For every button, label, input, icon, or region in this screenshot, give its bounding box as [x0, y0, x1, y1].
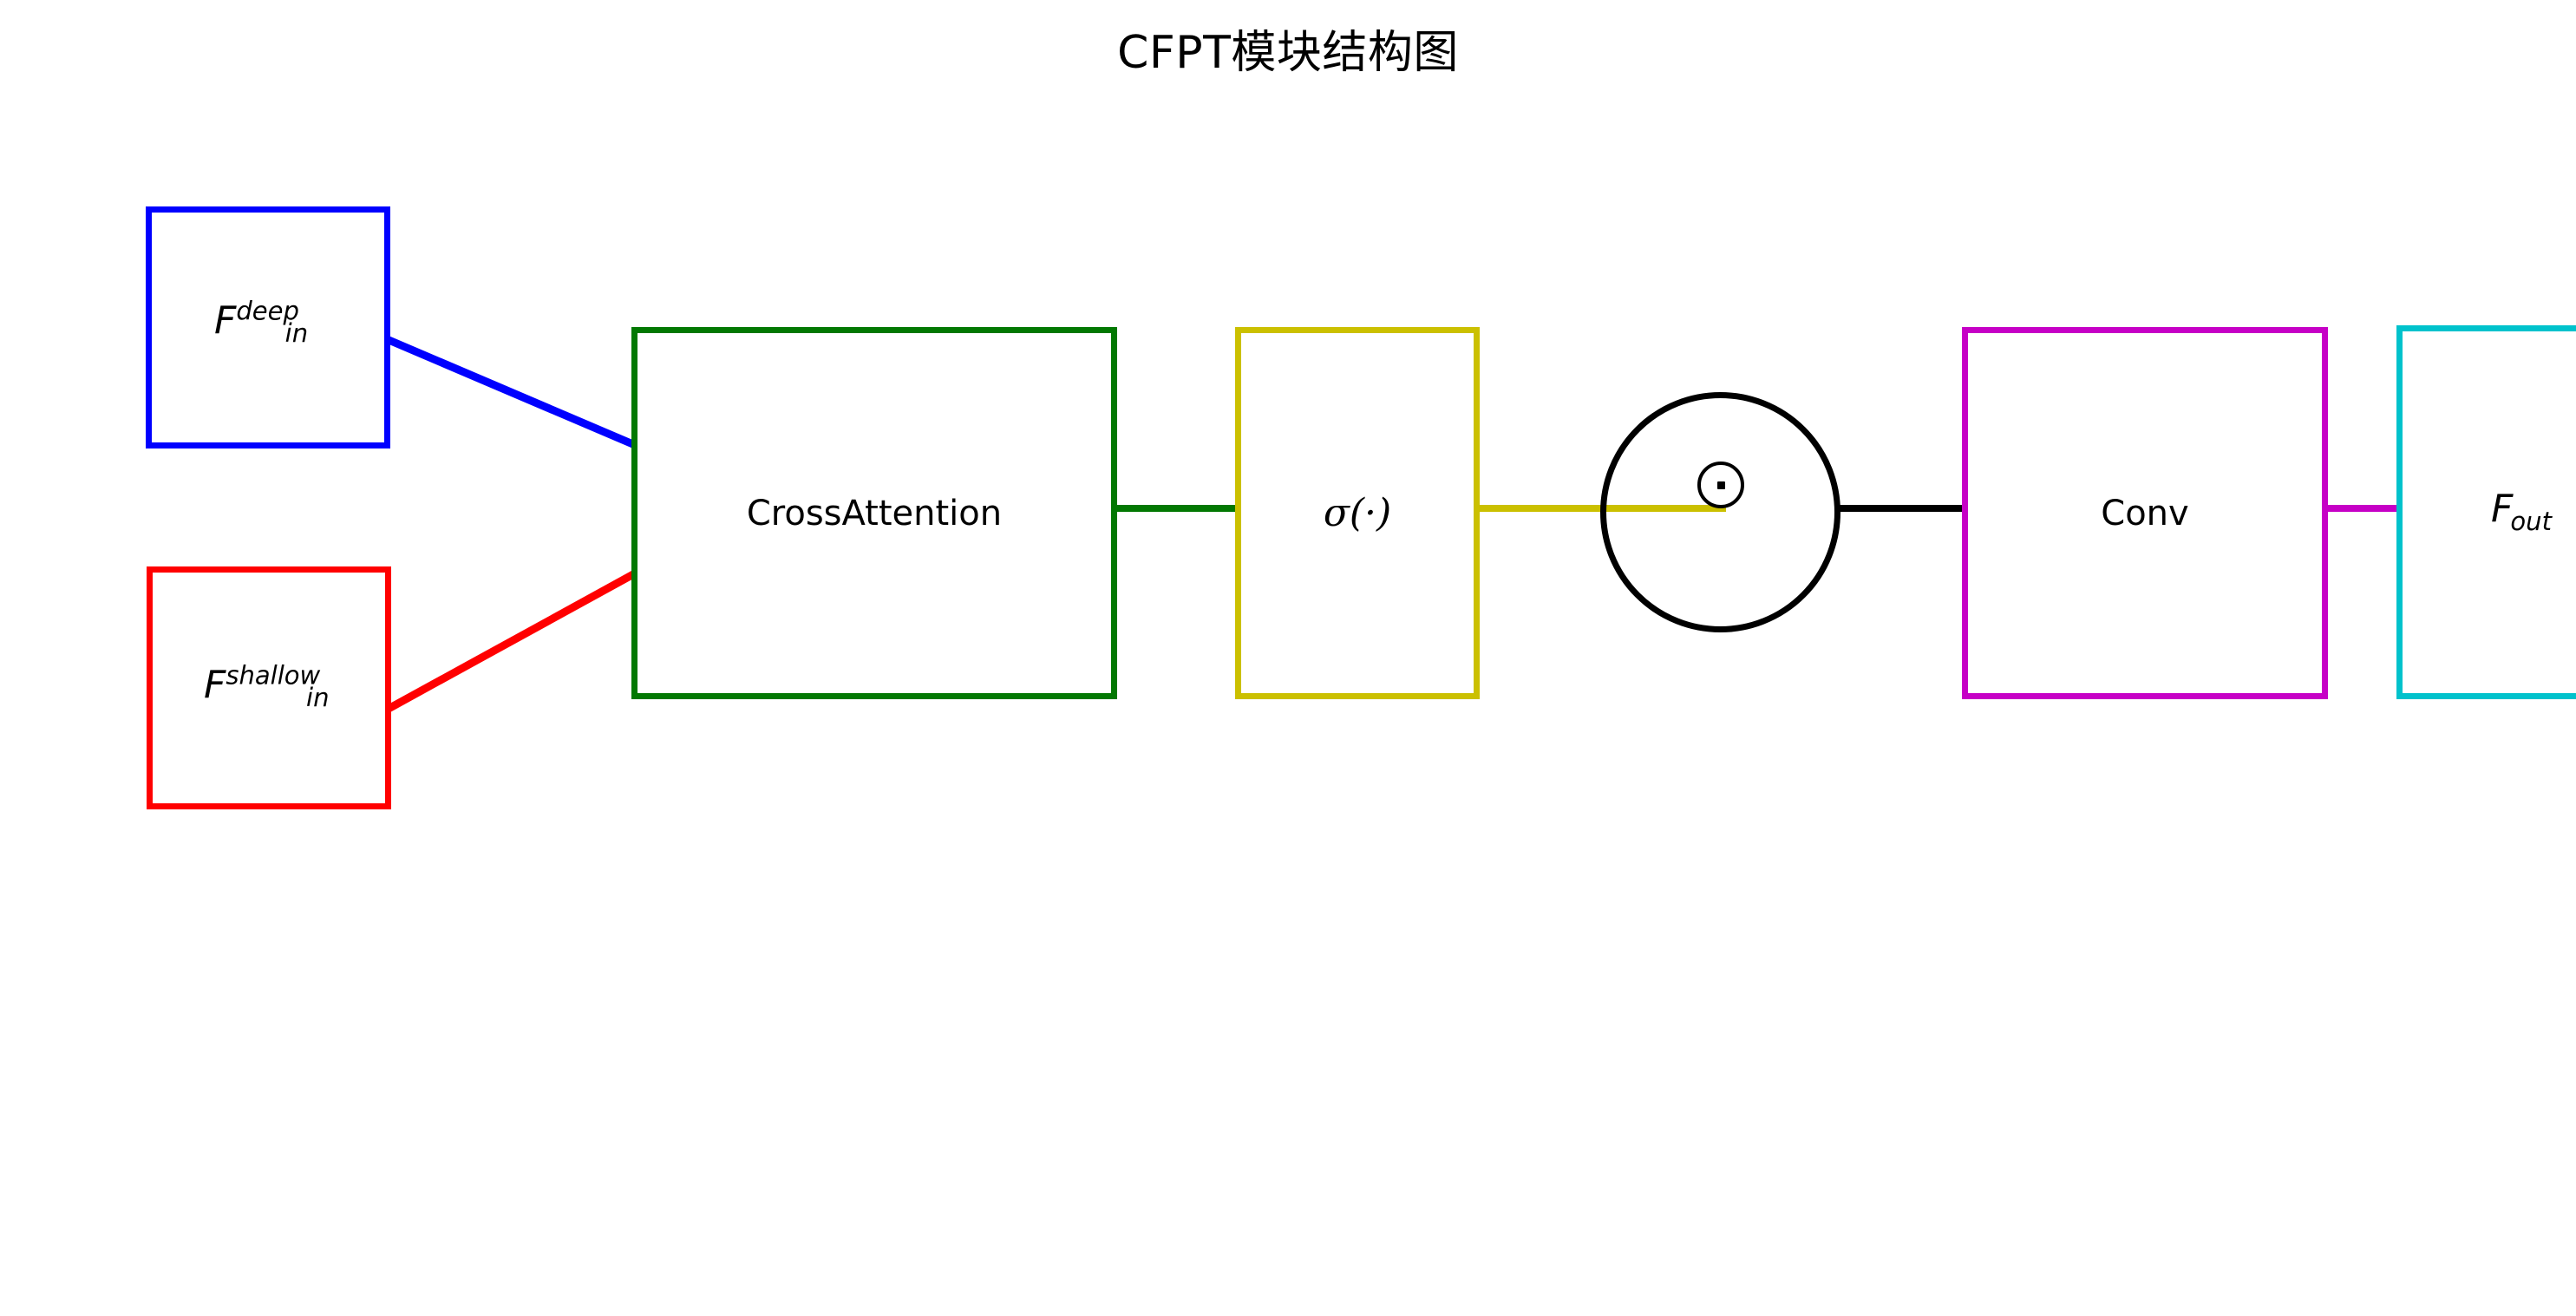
shallow-label-subscript: in	[306, 682, 330, 712]
shallow-label-base: F	[204, 663, 226, 707]
node-cross-attention-label: CrossAttention	[746, 493, 1003, 534]
deep-label-superscript: deep	[236, 296, 299, 326]
node-conv-label: Conv	[2101, 493, 2189, 534]
node-deep-input-label: Fdeepin	[214, 298, 308, 345]
elementwise-multiply-icon	[1697, 462, 1744, 508]
node-shallow-input-label: Fshallowin	[204, 663, 329, 710]
node-output-label: Fout	[2491, 487, 2552, 534]
node-conv[interactable]: Conv	[1962, 327, 2328, 699]
shallow-label-superscript: shallow	[226, 660, 321, 691]
node-deep-input[interactable]	[146, 206, 390, 448]
node-cross-attention[interactable]: CrossAttention	[631, 327, 1117, 699]
edge-deep-to-crossattention	[385, 335, 637, 449]
node-multiply[interactable]	[1600, 392, 1840, 632]
deep-label-base: F	[214, 298, 237, 343]
page-title: CFPT模块结构图	[1117, 27, 1459, 79]
node-sigmoid-label: σ(·)	[1323, 491, 1392, 535]
node-shallow-input[interactable]	[147, 566, 391, 809]
output-label-subscript: out	[2510, 506, 2552, 536]
edge-crossattention-to-sigmoid	[1113, 505, 1239, 512]
output-label-base: F	[2491, 487, 2514, 531]
edge-conv-to-output	[2323, 505, 2401, 512]
edge-shallow-to-crossattention	[384, 570, 637, 713]
edge-multiply-to-conv	[1834, 505, 1966, 512]
node-sigmoid[interactable]: σ(·)	[1235, 327, 1480, 699]
deep-label-subscript: in	[284, 318, 309, 348]
node-output[interactable]	[2396, 325, 2576, 699]
